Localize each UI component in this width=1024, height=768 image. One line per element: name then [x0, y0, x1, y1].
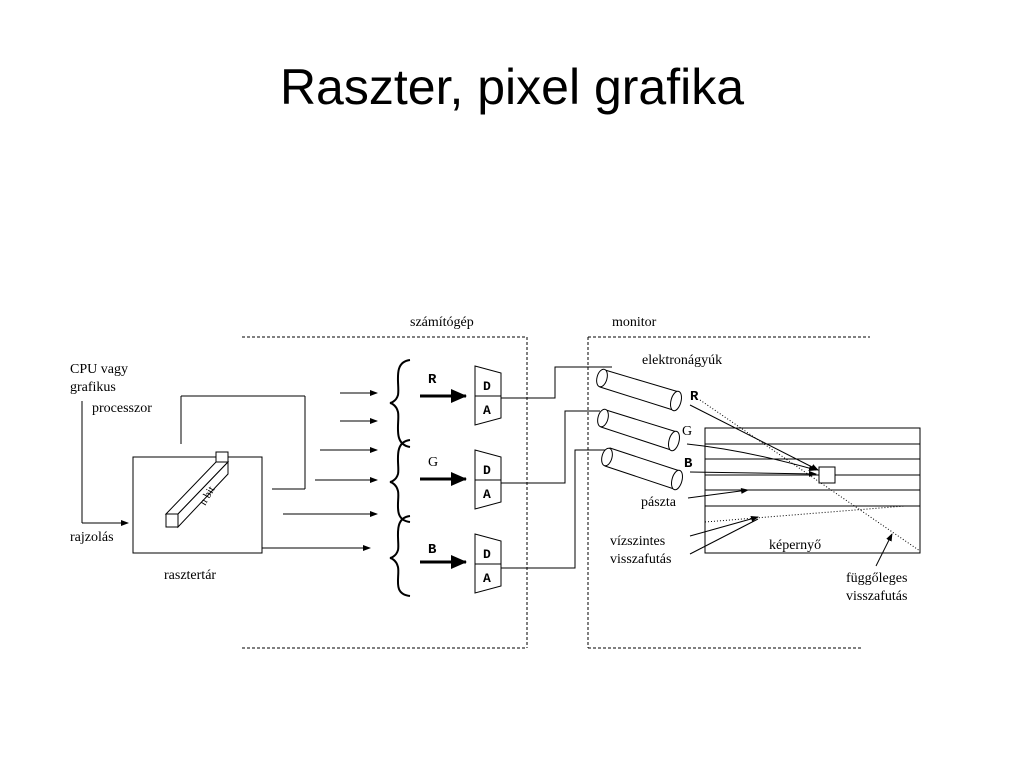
da-r-top: D [483, 379, 491, 394]
scanline-arrow [687, 487, 749, 499]
monitor-frame [587, 336, 870, 649]
screen-grid [704, 427, 921, 554]
channel-braces [389, 359, 411, 597]
nbit-pillar [164, 451, 230, 529]
gun-r-letter: R [690, 389, 699, 405]
channel-b-letter: B [428, 542, 437, 558]
channel-g-letter: G [428, 455, 438, 470]
da-b-top: D [483, 547, 491, 562]
vertical-retrace-label-line1: függőleges [846, 571, 907, 586]
da-converter-b [474, 533, 502, 594]
cpu-label-line3: processzor [92, 401, 152, 416]
screen-pixel [818, 466, 836, 484]
da-r-bottom: A [483, 403, 491, 418]
slide-title: Raszter, pixel grafika [279, 59, 745, 115]
electron-guns-label: elektronágyúk [642, 353, 722, 368]
cpu-label-line1: CPU vagy [70, 362, 128, 377]
electron-beams [686, 404, 819, 477]
framebuffer-box [132, 456, 263, 554]
gun-g-letter: G [682, 424, 692, 439]
drawing-label: rajzolás [70, 530, 114, 545]
horizontal-retrace-label-line1: vízszintes [610, 534, 665, 549]
horizontal-retrace-label-line2: visszafutás [610, 552, 671, 567]
electron-gun-b [601, 447, 683, 491]
computer-section-label: számítógép [410, 315, 474, 330]
cpu-to-drawing-arrow [81, 401, 129, 526]
electron-gun-r [596, 368, 682, 412]
framebuffer-label: rasztertár [164, 568, 216, 583]
da-to-gun-wires [501, 366, 612, 569]
scanline-label: pászta [641, 495, 677, 510]
computer-frame [242, 336, 528, 649]
channel-input-arrows [420, 389, 467, 569]
horizontal-retrace-arrow-2 [689, 518, 759, 555]
cpu-to-computer-line [180, 395, 306, 490]
horizontal-retrace-arrow [689, 515, 759, 537]
cpu-label-line2: grafikus [70, 380, 116, 395]
da-converter-r [474, 365, 502, 426]
vertical-retrace-label-line2: visszafutás [846, 589, 907, 604]
da-g-top: D [483, 463, 491, 478]
channel-r-letter: R [428, 372, 437, 388]
screen-label: képernyő [769, 538, 821, 553]
da-b-bottom: A [483, 571, 491, 586]
horizontal-retrace-line [704, 505, 906, 523]
da-g-bottom: A [483, 487, 491, 502]
gun-b-letter: B [684, 456, 693, 472]
da-converter-g [474, 449, 502, 510]
monitor-section-label: monitor [612, 315, 657, 330]
electron-gun-g [597, 408, 680, 452]
bit-input-arrows [283, 390, 378, 517]
vertical-retrace-line [699, 399, 921, 552]
vertical-retrace-arrow [875, 533, 893, 567]
